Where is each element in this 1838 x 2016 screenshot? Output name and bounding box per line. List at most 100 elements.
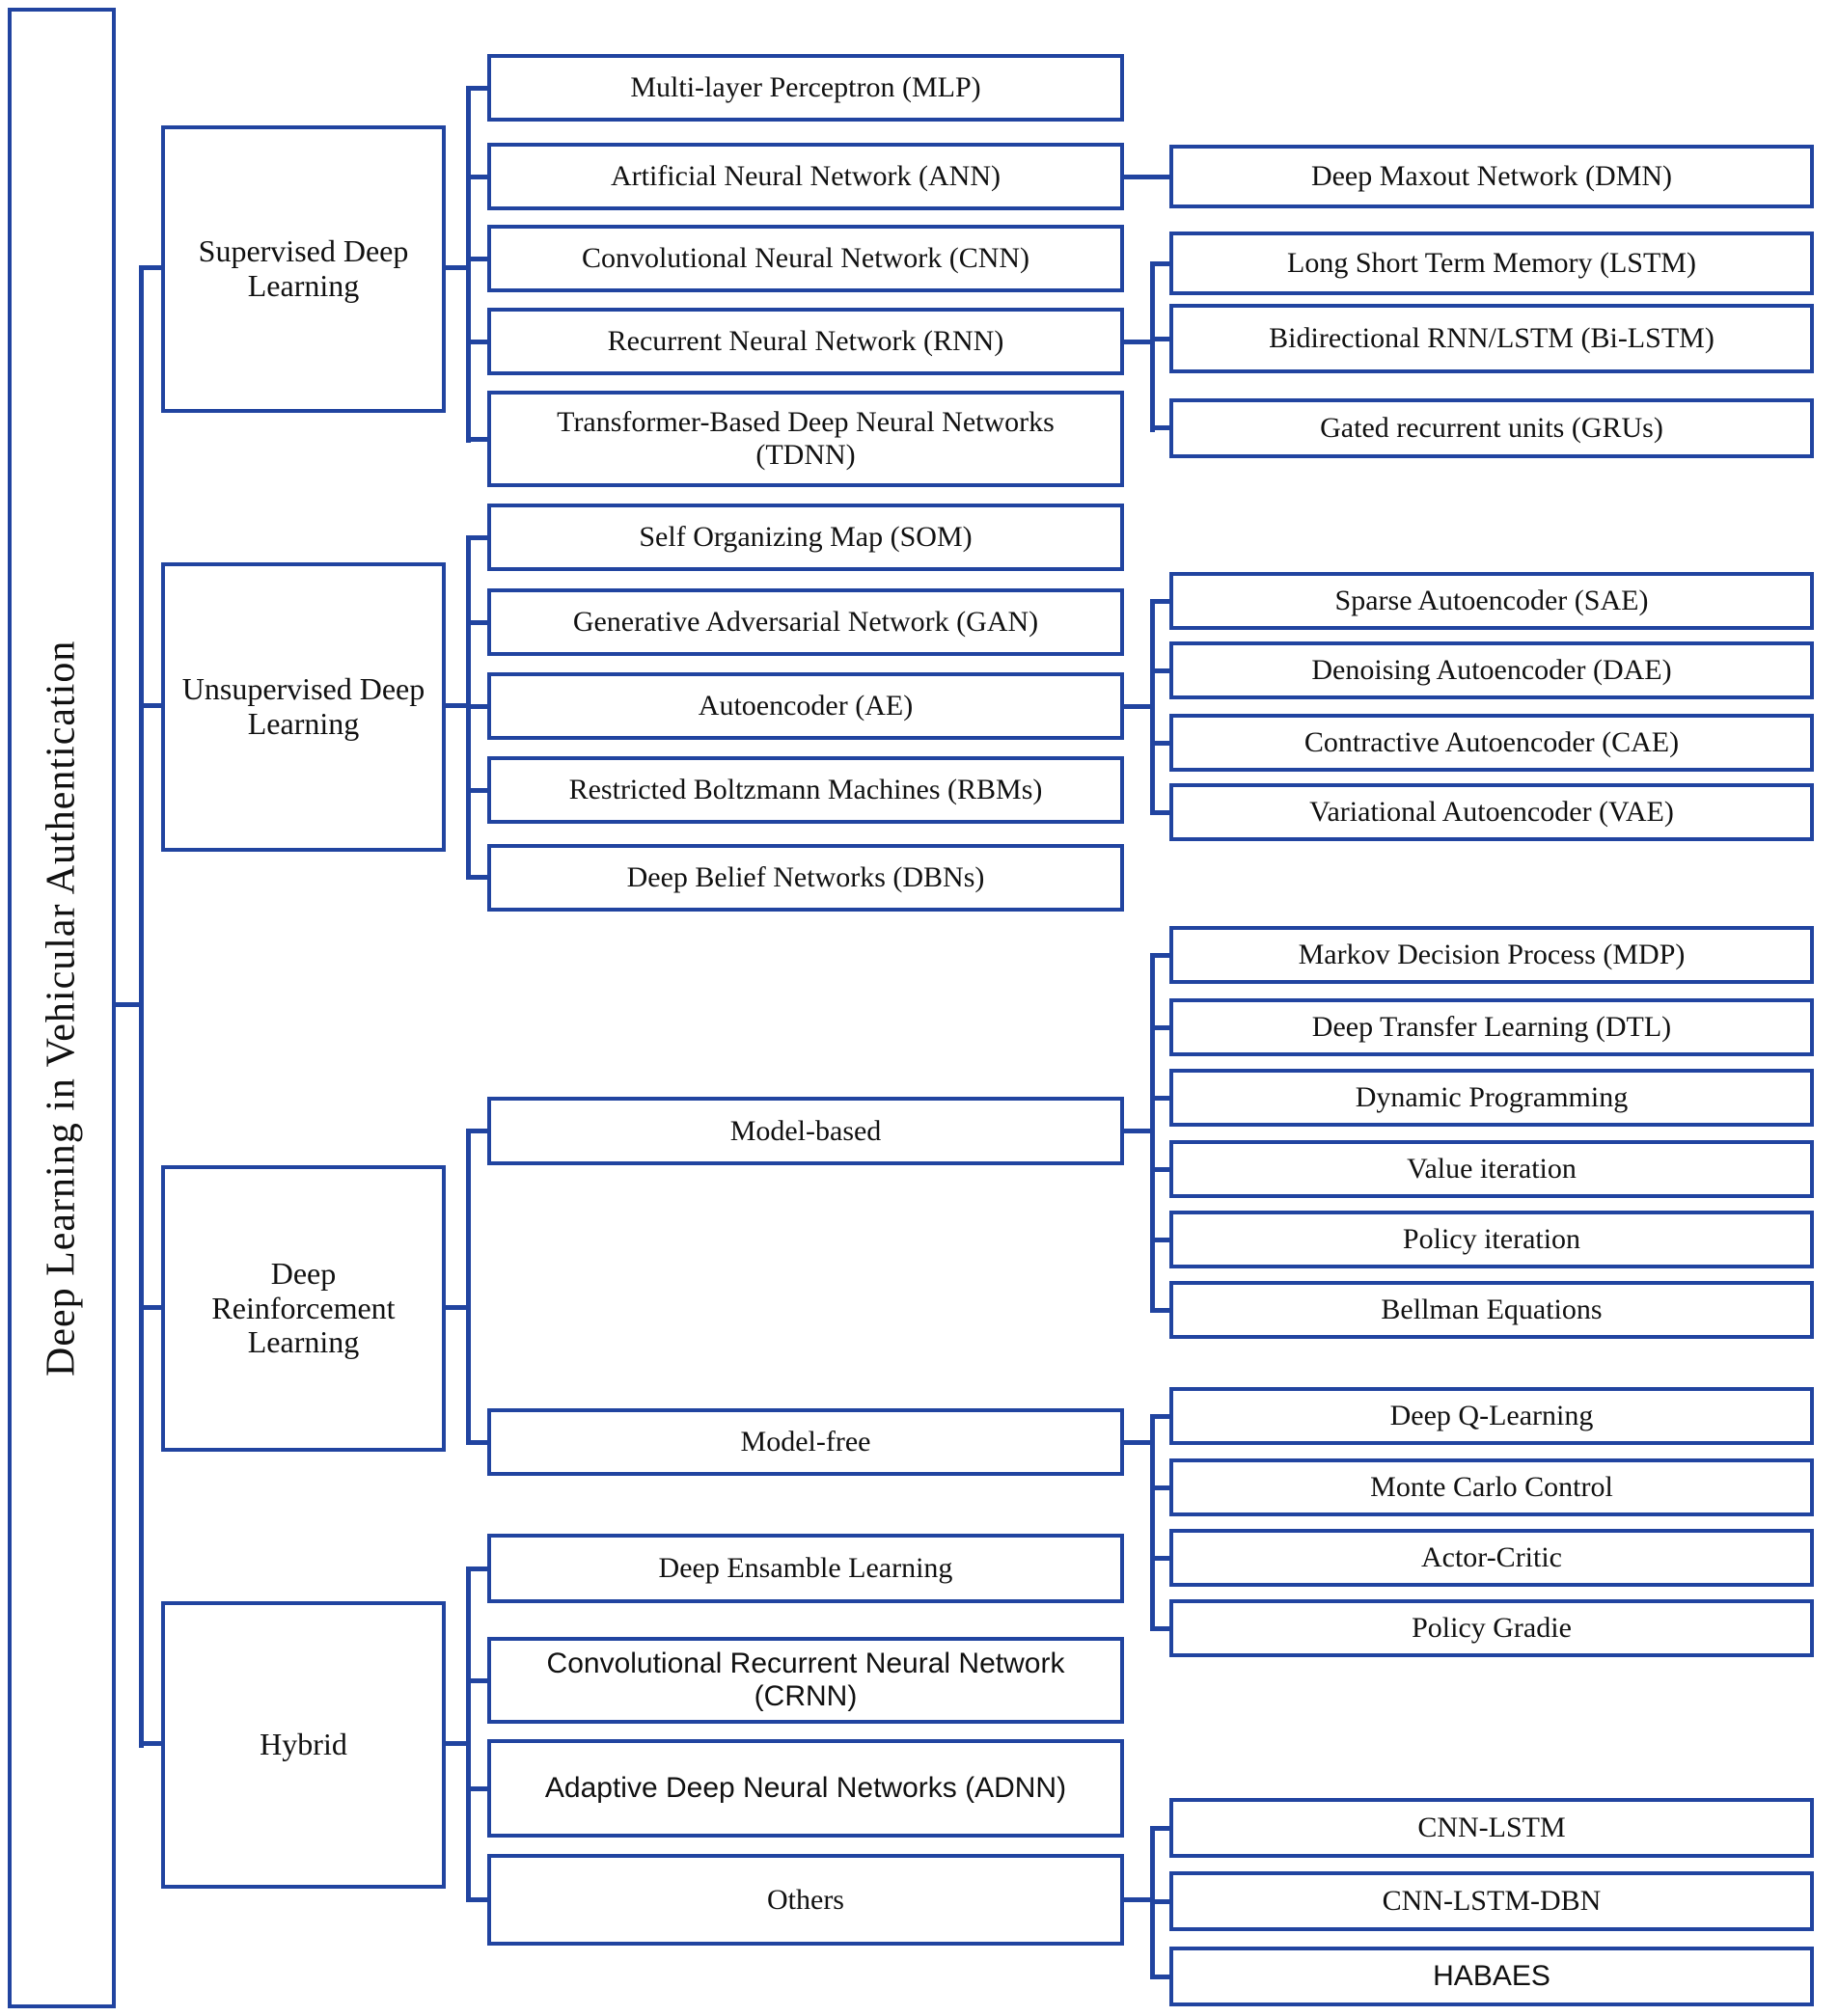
connector-hybrid-spine [446, 1741, 468, 1746]
node-model-free: Model-free [487, 1408, 1124, 1476]
node-rbm: Restricted Boltzmann Machines (RBMs) [487, 756, 1124, 824]
node-monte-carlo: Monte Carlo Control [1169, 1458, 1814, 1516]
node-dae: Denoising Autoencoder (DAE) [1169, 641, 1814, 699]
node-value-iteration: Value iteration [1169, 1140, 1814, 1198]
connector-to-ensemble [466, 1566, 487, 1571]
node-dmn: Deep Maxout Network (DMN) [1169, 145, 1814, 208]
node-sae: Sparse Autoencoder (SAE) [1169, 572, 1814, 630]
category-unsupervised: Unsupervised Deep Learning [161, 562, 446, 852]
connector-to-policy-gradient [1150, 1626, 1169, 1631]
connector-to-mdp [1150, 953, 1169, 958]
connector-to-policy-iteration [1150, 1238, 1169, 1242]
connector-rnn-spine-vertical [1150, 261, 1155, 432]
connector-to-vae [1150, 810, 1169, 815]
connector-to-habaes [1150, 1975, 1169, 1979]
category-supervised: Supervised Deep Learning [161, 125, 446, 413]
connector-to-others [466, 1897, 487, 1902]
connector-unsupervised-spine [446, 703, 468, 708]
connector-to-monte-carlo [1150, 1485, 1169, 1490]
connector-to-gan [466, 620, 487, 625]
node-rnn: Recurrent Neural Network (RNN) [487, 308, 1124, 375]
connector-to-mlp [466, 86, 487, 91]
node-cnn-lstm: CNN-LSTM [1169, 1798, 1814, 1858]
node-cae: Contractive Autoencoder (CAE) [1169, 714, 1814, 772]
connector-to-cae [1150, 741, 1169, 746]
node-gru: Gated recurrent units (GRUs) [1169, 398, 1814, 458]
connector-ae-spine-vertical [1150, 599, 1155, 815]
connector-to-ann [466, 175, 487, 179]
node-bilstm: Bidirectional RNN/LSTM (Bi-LSTM) [1169, 304, 1814, 373]
connector-rnn-spine [1124, 340, 1152, 344]
connector-model-based-spine [1124, 1129, 1152, 1133]
connector-to-sae [1150, 599, 1169, 604]
connector-hybrid-spine-vertical [466, 1566, 471, 1902]
connector-to-dbn [466, 875, 487, 880]
connector-trunk-supervised [139, 265, 161, 270]
node-habaes: HABAES [1169, 1947, 1814, 2006]
node-others: Others [487, 1854, 1124, 1946]
connector-model-based-spine-vertical [1150, 953, 1155, 1313]
node-dtl: Deep Transfer Learning (DTL) [1169, 998, 1814, 1056]
connector-supervised-spine [446, 265, 468, 270]
connector-to-cnn [466, 257, 487, 261]
connector-to-bellman [1150, 1308, 1169, 1313]
connector-to-model-based [466, 1129, 487, 1133]
connector-supervised-spine-vertical [466, 86, 471, 443]
node-dynamic-programming: Dynamic Programming [1169, 1069, 1814, 1127]
connector-reinforcement-spine [446, 1305, 468, 1310]
connector-to-tdnn [466, 437, 487, 442]
connector-to-dynamic-programming [1150, 1096, 1169, 1101]
node-mdp: Markov Decision Process (MDP) [1169, 926, 1814, 984]
node-ae: Autoencoder (AE) [487, 672, 1124, 740]
connector-to-value-iteration [1150, 1167, 1169, 1172]
node-bellman: Bellman Equations [1169, 1281, 1814, 1339]
category-reinforcement: Deep Reinforcement Learning [161, 1165, 446, 1452]
connector-to-ae [466, 704, 487, 709]
root-node: Deep Learning in Vehicular Authenticatio… [8, 8, 116, 2008]
node-lstm: Long Short Term Memory (LSTM) [1169, 232, 1814, 295]
node-policy-gradient: Policy Gradie [1169, 1599, 1814, 1657]
connector-to-som [466, 535, 487, 540]
connector-trunk-unsupervised [139, 703, 161, 708]
connector-to-rnn [466, 340, 487, 344]
connector-trunk-reinforcement [139, 1305, 161, 1310]
connector-to-rbm [466, 788, 487, 793]
connector-to-dtl [1150, 1025, 1169, 1030]
node-crnn: Convolutional Recurrent Neural Network (… [487, 1637, 1124, 1724]
node-cnn-lstm-dbn: CNN-LSTM-DBN [1169, 1871, 1814, 1931]
node-ensemble: Deep Ensamble Learning [487, 1534, 1124, 1603]
node-som: Self Organizing Map (SOM) [487, 504, 1124, 571]
node-cnn: Convolutional Neural Network (CNN) [487, 225, 1124, 292]
connector-to-dae [1150, 668, 1169, 673]
connector-trunk-hybrid [139, 1741, 161, 1746]
node-ann: Artificial Neural Network (ANN) [487, 143, 1124, 210]
node-policy-iteration: Policy iteration [1169, 1211, 1814, 1268]
connector-to-gru [1150, 425, 1169, 430]
connector-to-crnn [466, 1678, 487, 1683]
node-tdnn: Transformer-Based Deep Neural Networks (… [487, 391, 1124, 487]
node-actor-critic: Actor-Critic [1169, 1529, 1814, 1587]
connector-ann-dmn [1124, 175, 1169, 179]
node-deep-q-learning: Deep Q-Learning [1169, 1387, 1814, 1445]
connector-to-model-free [466, 1440, 487, 1445]
connector-to-lstm [1150, 261, 1169, 266]
node-adnn: Adaptive Deep Neural Networks (ADNN) [487, 1739, 1124, 1838]
connector-to-deep-q-learning [1150, 1414, 1169, 1419]
connector-model-free-spine [1124, 1440, 1152, 1445]
node-gan: Generative Adversarial Network (GAN) [487, 588, 1124, 656]
category-hybrid: Hybrid [161, 1601, 446, 1889]
connector-root-trunk [116, 1002, 143, 1007]
connector-ae-spine [1124, 704, 1152, 709]
connector-model-free-spine-vertical [1150, 1414, 1155, 1631]
node-model-based: Model-based [487, 1097, 1124, 1165]
connector-others-spine [1124, 1897, 1152, 1902]
node-dbn: Deep Belief Networks (DBNs) [487, 844, 1124, 912]
connector-reinforcement-spine-vertical [466, 1129, 471, 1445]
node-mlp: Multi-layer Perceptron (MLP) [487, 54, 1124, 122]
connector-to-adnn [466, 1786, 487, 1791]
connector-to-bilstm [1150, 337, 1169, 341]
connector-trunk [139, 265, 144, 1748]
connector-to-cnn-lstm [1150, 1826, 1169, 1831]
connector-to-cnn-lstm-dbn [1150, 1899, 1169, 1904]
